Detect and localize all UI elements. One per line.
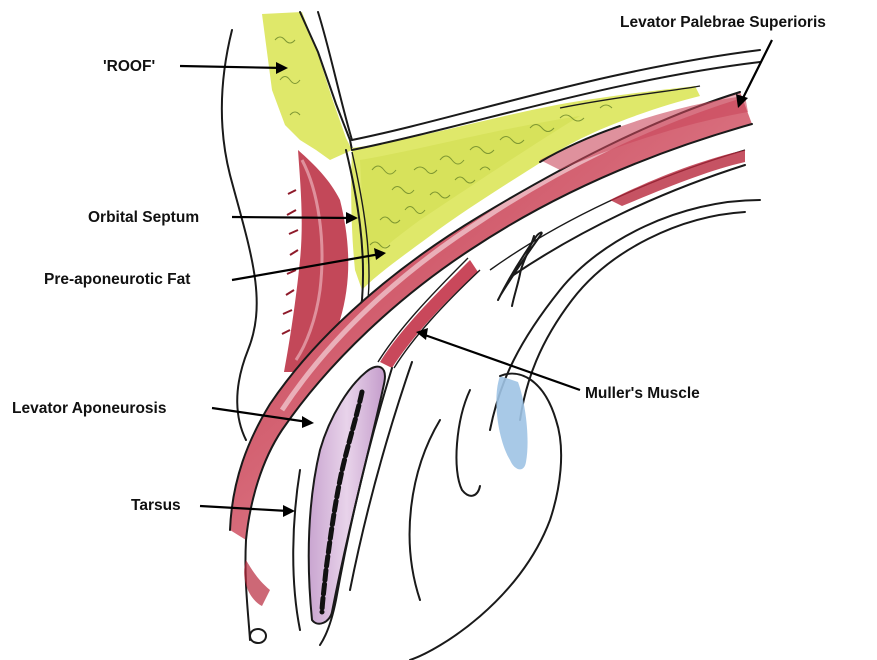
orbital-roof-bone (262, 12, 352, 160)
label-tarsus: Tarsus (131, 497, 295, 517)
conjunctival-fornix (498, 233, 542, 306)
label-pre-aponeurotic-fat-text: Pre-aponeurotic Fat (44, 271, 190, 288)
tarsus-plate (309, 367, 385, 624)
label-mullers-muscle-text: Muller's Muscle (585, 385, 700, 402)
label-mullers-muscle: Muller's Muscle (416, 328, 700, 402)
label-tarsus-text: Tarsus (131, 497, 181, 514)
label-roof: 'ROOF' (103, 58, 288, 75)
label-roof-text: 'ROOF' (103, 58, 155, 75)
label-orbital-septum-text: Orbital Septum (88, 209, 199, 226)
label-levator-aponeurosis-text: Levator Aponeurosis (12, 400, 166, 417)
eyelid-skin-contour (222, 30, 257, 440)
label-levator-palebrae-superioris-text: Levator Palebrae Superioris (620, 14, 826, 31)
